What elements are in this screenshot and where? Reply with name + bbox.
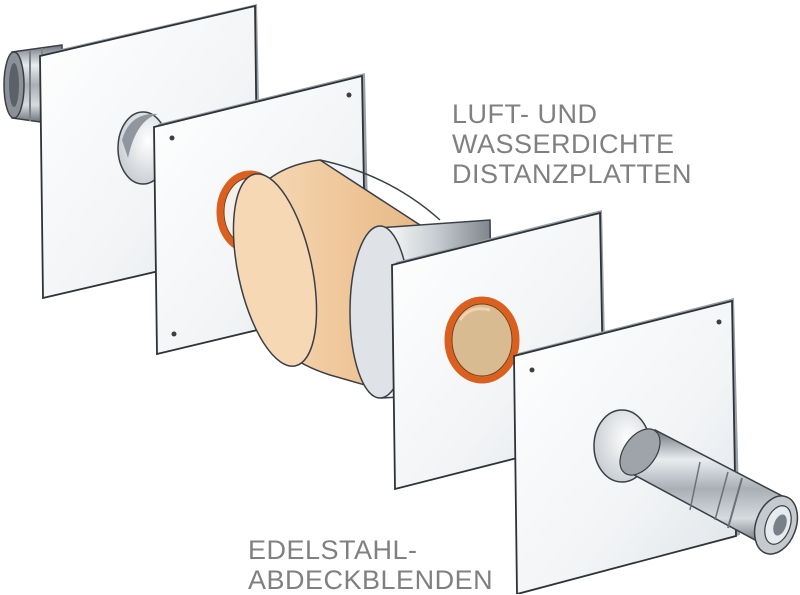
distance-plates-label: LUFT- UND WASSERDICHTE DISTANZPLATTEN bbox=[452, 99, 692, 189]
screw-hole bbox=[169, 135, 175, 141]
cover-plates-label-line2: ABDECKBLENDEN bbox=[248, 565, 494, 595]
right-pipe bbox=[619, 428, 799, 555]
distance-plates-label-line1: LUFT- UND bbox=[452, 99, 598, 129]
screw-hole bbox=[529, 367, 535, 373]
screw-hole bbox=[171, 331, 177, 337]
screw-hole bbox=[716, 319, 722, 325]
distance-plates-label-line2: WASSERDICHTE bbox=[452, 129, 675, 159]
cover-plates-label-line1: EDELSTAHL- bbox=[248, 535, 418, 565]
distance-plates-label-line3: DISTANZPLATTEN bbox=[452, 159, 693, 189]
seal-ring bbox=[444, 296, 520, 384]
cover-plates-label: EDELSTAHL- ABDECKBLENDEN bbox=[248, 535, 493, 595]
screw-hole bbox=[346, 92, 352, 98]
